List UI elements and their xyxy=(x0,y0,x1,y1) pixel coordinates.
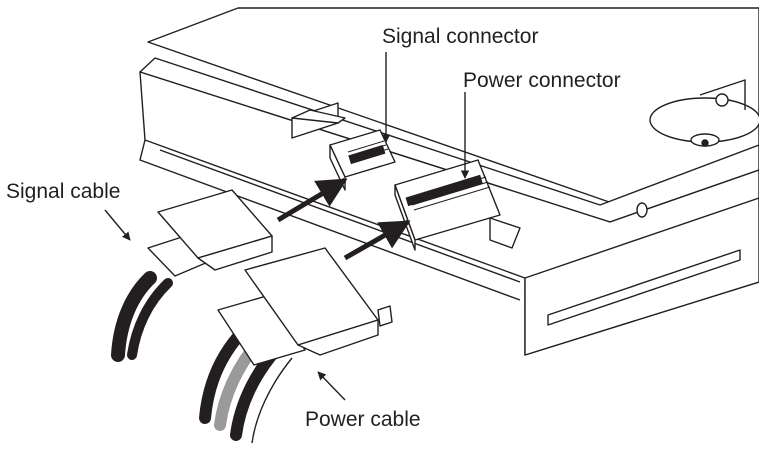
signal-cable-wire xyxy=(111,271,157,362)
signal-cable-label: Signal cable xyxy=(6,180,121,203)
drive-power-connector xyxy=(394,159,521,251)
insertion-arrows xyxy=(276,177,411,261)
drive-top-cover xyxy=(147,7,759,204)
drive-corner-cutout xyxy=(699,79,746,110)
drive-rear-rail xyxy=(159,149,521,283)
signal-cable-wire-2 xyxy=(127,278,173,360)
signal-connector-label: Signal connector xyxy=(382,25,539,48)
drive-side-rail xyxy=(547,249,741,326)
signal-connector-slot xyxy=(348,144,386,165)
mounting-hole xyxy=(636,202,648,218)
signal-insertion-arrow xyxy=(276,177,348,223)
jumper-block-top xyxy=(291,109,346,124)
drive-base-edge xyxy=(139,139,521,301)
power-cable xyxy=(199,247,393,444)
leader-lines xyxy=(104,52,470,401)
signal-cable-leader xyxy=(104,209,131,241)
power-insertion-arrow xyxy=(343,219,411,261)
signal-cable-plug-front xyxy=(197,235,273,271)
power-connector-pins xyxy=(409,176,491,211)
power-connector-label: Power connector xyxy=(463,69,621,92)
signal-cable xyxy=(111,189,273,362)
power-cable-latch xyxy=(377,305,393,327)
power-cable-wire-4 xyxy=(251,357,293,444)
power-cable-plug-neck xyxy=(217,294,306,366)
top-screw xyxy=(715,93,729,107)
power-cable-leader xyxy=(317,371,346,401)
power-cable-label: Power cable xyxy=(305,408,421,431)
drive-signal-connector xyxy=(329,129,396,191)
spindle-screw xyxy=(701,139,709,147)
drive-side-face xyxy=(524,197,759,356)
power-connector-slot xyxy=(405,174,483,207)
power-cable-plug-front xyxy=(297,319,379,356)
